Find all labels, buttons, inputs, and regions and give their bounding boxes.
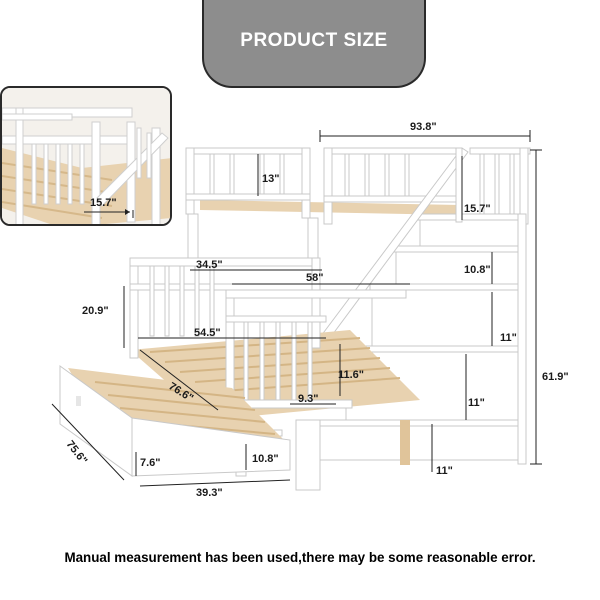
dim-lower-bed-width: 54.5" (194, 327, 221, 339)
dim-step-4: 11" (436, 465, 453, 477)
dim-total-height: 61.9" (542, 371, 569, 383)
inset-drawing: 15.7" (2, 88, 170, 224)
dim-trundle-leg-height: 10.8" (252, 453, 279, 465)
banner-title: PRODUCT SIZE (240, 30, 388, 51)
dim-top-rail-height: 15.7" (464, 203, 491, 215)
dim-step-1: 10.8" (464, 264, 491, 276)
top-bunk (185, 147, 531, 263)
measurement-disclaimer: Manual measurement has been used,there m… (64, 550, 536, 565)
dim-step-2: 11" (500, 332, 517, 344)
dimension-lines (51, 130, 542, 487)
dim-top-bed-length: 58" (306, 272, 323, 284)
dim-lower-rail-gap: 9.3" (298, 393, 319, 405)
trundle (59, 365, 291, 477)
dim-lower-headboard: 20.9" (82, 305, 109, 317)
dim-step-3: 11" (468, 397, 485, 409)
inset-detail-image: 15.7" (0, 86, 172, 226)
dim-trundle-width: 39.3" (196, 487, 223, 499)
title-banner: PRODUCT SIZE (202, 0, 426, 88)
inset-rail-label: 15.7" (90, 197, 117, 209)
dim-total-length: 93.8" (410, 121, 437, 133)
dim-top-bed-width: 34.5" (196, 259, 223, 271)
dim-lower-rail-height: 11.6" (338, 369, 364, 381)
dim-trundle-height: 7.6" (140, 457, 161, 469)
dim-top-guard-height: 13" (262, 173, 279, 185)
